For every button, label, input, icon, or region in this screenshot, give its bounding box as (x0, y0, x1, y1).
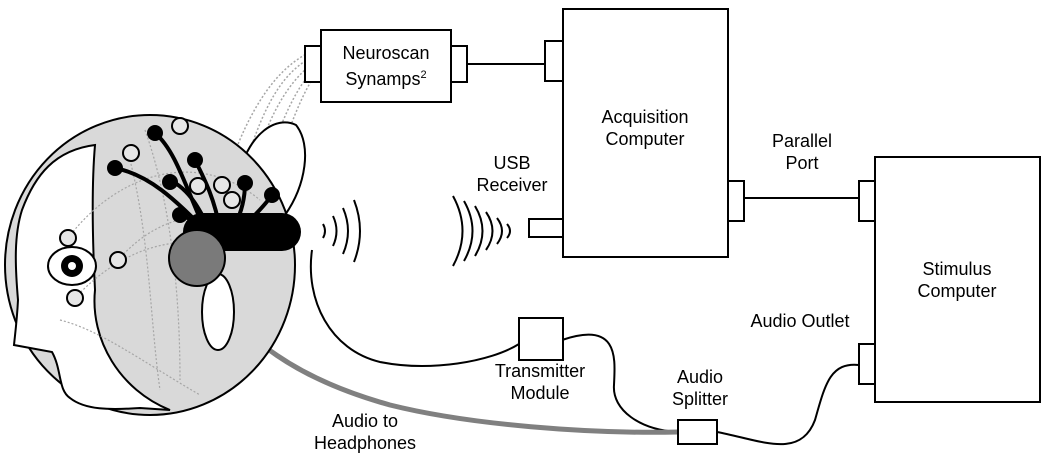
transmitter-module-label: Transmitter Module (494, 361, 586, 403)
neuroscan-synamps-box (304, 29, 468, 103)
usb-receiver-label: USB Receiver (476, 153, 548, 195)
acquisition-computer-box (528, 8, 745, 258)
electrodes-active (107, 125, 280, 223)
wireless-signal-waves-incoming (452, 195, 511, 267)
eye (47, 246, 97, 286)
earphone-plug (168, 229, 226, 287)
acquisition-computer-label: Acquisition Computer (601, 107, 689, 149)
audio-splitter-label: Audio Splitter (671, 367, 729, 409)
audio-to-headphones-label: Audio to Headphones (313, 411, 417, 453)
stimulus-computer-label: Stimulus Computer (917, 259, 997, 301)
neuroscan-superscript: 2 (420, 69, 427, 81)
stimulus-computer-box (858, 156, 1041, 403)
ear-outline (239, 121, 307, 216)
transmitter-module (518, 317, 564, 361)
audio-splitter (677, 419, 718, 445)
transmitter-cables (309, 249, 860, 445)
wireless-signal-waves-outgoing (322, 199, 361, 263)
electrodes-passive (59, 117, 241, 307)
parallel-port-label: Parallel Port (771, 131, 833, 173)
neuroscan-label: Neuroscan Synamps2 (342, 43, 430, 89)
earlobe-hole (201, 273, 235, 351)
audio-outlet-label: Audio Outlet (750, 311, 850, 331)
